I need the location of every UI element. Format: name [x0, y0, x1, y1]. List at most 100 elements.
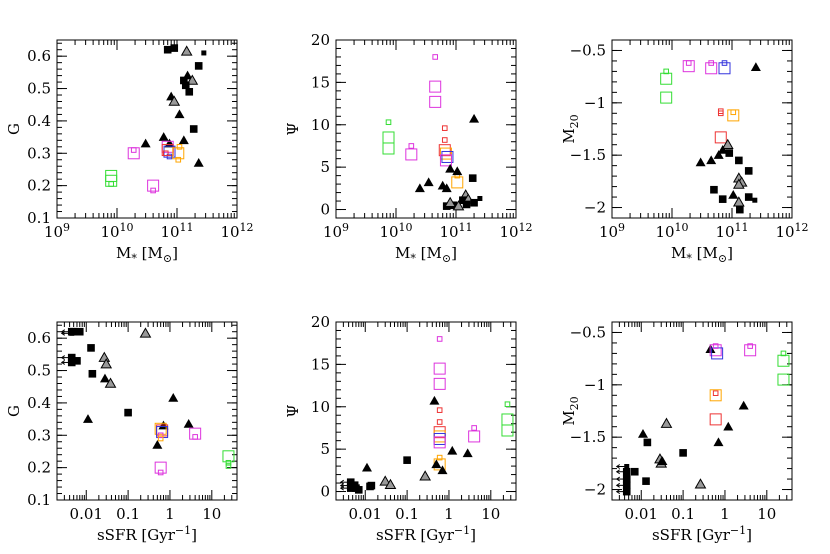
- x-tick-label: 1: [720, 505, 730, 523]
- data-point-square: [477, 196, 483, 202]
- data-point-open-square: [433, 362, 446, 375]
- y-tick-label: −1.5: [570, 146, 606, 164]
- data-point-square: [403, 456, 411, 464]
- data-point-open-square: [172, 147, 185, 160]
- data-point-open-square: [157, 435, 164, 442]
- data-point-open-square: [157, 432, 164, 439]
- data-point-open-square: [162, 150, 169, 157]
- data-point-square: [622, 487, 631, 496]
- data-point-open-square: [429, 95, 442, 108]
- data-point-triangle: [723, 421, 734, 431]
- data-point-triangle: [469, 113, 480, 123]
- y-tick-label: −0.5: [570, 41, 606, 59]
- data-point-triangle: [462, 448, 473, 458]
- data-point-triangle: [174, 109, 185, 119]
- data-point-triangle: [431, 459, 442, 469]
- y-axis-title: Ψ: [284, 122, 302, 135]
- y-tick-label: 0.3: [27, 144, 51, 162]
- data-point-triangle: [713, 437, 724, 447]
- data-point-open-square: [436, 407, 443, 413]
- data-point-open-square: [105, 169, 118, 182]
- data-point-open-square: [439, 147, 452, 160]
- y-axis-title: Ψ: [284, 404, 302, 417]
- x-tick-exponent: 9: [342, 221, 349, 234]
- data-point-open-square: [744, 344, 757, 357]
- axes-frame: [611, 321, 793, 501]
- data-point-square: [366, 482, 374, 491]
- data-point-triangle: [657, 456, 668, 466]
- data-point-triangle: [447, 445, 458, 455]
- upper-limit-arrowhead: [615, 469, 621, 475]
- data-point-square: [744, 167, 753, 175]
- x-tick-exponent: 11: [180, 221, 194, 234]
- data-point-square: [622, 475, 631, 483]
- data-point-square: [622, 467, 631, 476]
- data-point-triangle: [444, 196, 457, 207]
- data-point-open-square: [225, 463, 232, 469]
- data-point-triangle: [100, 358, 113, 369]
- data-point-open-square: [127, 147, 140, 160]
- data-point-square: [642, 477, 650, 485]
- data-point-triangle: [158, 132, 169, 141]
- y-axis-title: G: [5, 405, 23, 417]
- x-tick-exponent: 9: [63, 221, 70, 234]
- data-point-square: [622, 481, 631, 490]
- x-tick-exponent: 11: [459, 221, 473, 234]
- x-tick-label: 1011: [439, 221, 472, 241]
- x-tick-label: 0.01: [349, 505, 382, 523]
- data-point-open-square: [405, 148, 418, 161]
- y-axis-title: G: [5, 123, 23, 135]
- data-point-open-square: [439, 154, 452, 167]
- data-point-open-square: [717, 110, 724, 117]
- data-point-triangle: [728, 189, 739, 199]
- data-point-open-square: [154, 461, 167, 474]
- data-point-open-square: [451, 176, 464, 189]
- data-point-open-square: [408, 143, 415, 149]
- data-point-open-square: [175, 156, 182, 163]
- data-point-triangle: [186, 74, 199, 85]
- data-point-triangle: [441, 183, 452, 193]
- data-point-square: [75, 327, 84, 336]
- x-tick-exponent: 12: [519, 221, 533, 234]
- data-point-triangle: [445, 163, 456, 173]
- y-tick-label: −1: [584, 94, 606, 112]
- data-point-square: [87, 344, 95, 352]
- data-point-open-square: [432, 54, 438, 60]
- upper-limit-arrowhead: [60, 355, 66, 361]
- data-point-triangle: [732, 178, 745, 189]
- x-tick-label: 10: [481, 505, 500, 523]
- data-point-square: [459, 196, 467, 204]
- data-point-triangle: [423, 177, 434, 187]
- data-point-triangle: [437, 465, 448, 475]
- x-tick-label: 1011: [715, 221, 748, 241]
- data-point-open-square: [429, 80, 442, 93]
- data-point-triangle: [721, 138, 734, 149]
- data-point-square: [180, 76, 188, 85]
- data-point-triangle: [660, 417, 673, 428]
- x-tick-label: 0.1: [395, 505, 419, 523]
- y-axis-title: M20: [560, 114, 581, 143]
- data-point-square: [354, 486, 363, 494]
- data-point-square: [353, 481, 359, 487]
- data-point-triangle: [452, 166, 463, 176]
- data-point-open-square: [705, 62, 718, 75]
- y-tick-label: −2: [584, 199, 606, 217]
- data-point-square: [679, 449, 687, 457]
- x-tick-exponent: 9: [618, 221, 625, 234]
- data-point-triangle: [738, 400, 749, 410]
- data-point-open-square: [382, 131, 395, 144]
- x-axis-title: sSFR [Gyr−1]: [376, 524, 476, 544]
- y-tick-label: −0.5: [570, 323, 606, 341]
- data-point-square: [201, 50, 207, 56]
- x-tick-label: 10: [202, 505, 221, 523]
- data-point-open-square: [730, 109, 737, 116]
- data-point-square: [643, 438, 652, 447]
- data-point-open-square: [150, 187, 156, 194]
- data-point-open-square: [441, 125, 448, 131]
- x-tick-exponent: 11: [735, 221, 749, 234]
- upper-limit-arrowhead: [615, 482, 621, 488]
- upper-limit-arrowhead: [339, 479, 345, 485]
